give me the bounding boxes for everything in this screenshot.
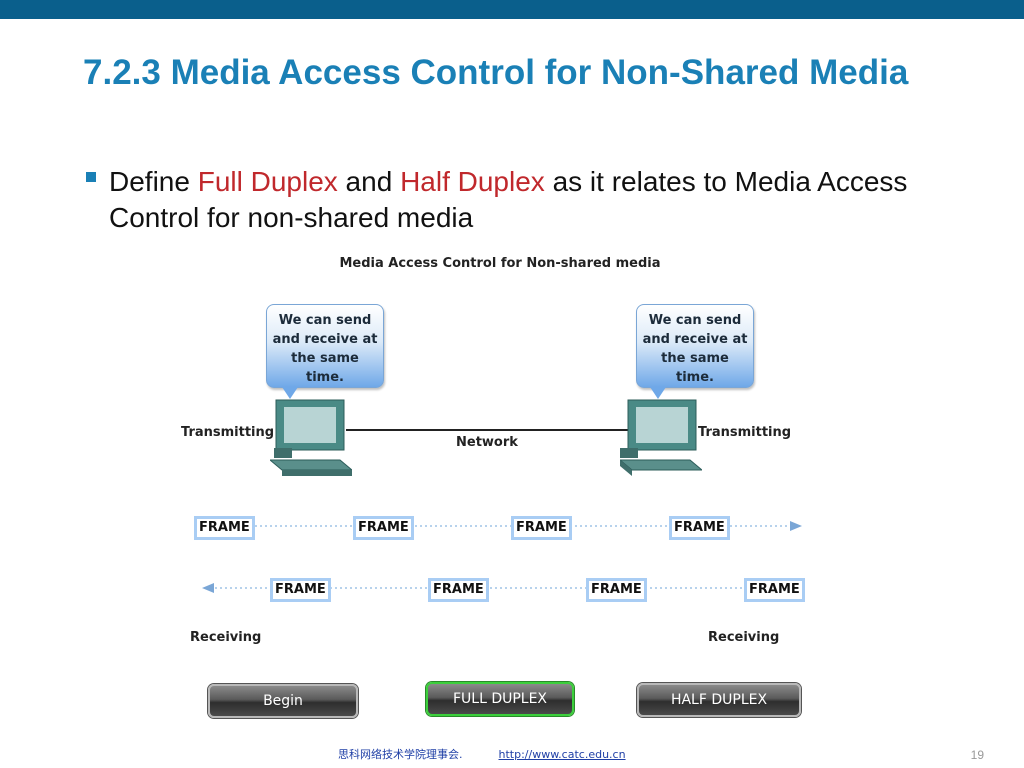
frame-rx-2: FRAME — [428, 578, 489, 602]
term-half-duplex: Half Duplex — [400, 166, 545, 197]
right-speech-bubble: We can send and receive at the same time… — [636, 304, 754, 388]
network-label: Network — [456, 435, 518, 450]
left-speech-bubble: We can send and receive at the same time… — [266, 304, 384, 388]
left-receiving-label: Receiving — [190, 630, 262, 645]
frame-tx-1: FRAME — [194, 516, 255, 540]
frame-rx-1: FRAME — [270, 578, 331, 602]
bullet-marker-icon — [86, 172, 96, 182]
network-line — [346, 429, 632, 431]
computer-icon — [270, 399, 352, 476]
bullet-text: Define Full Duplex and Half Duplex as it… — [109, 164, 946, 236]
frame-tx-4: FRAME — [669, 516, 730, 540]
duplex-figure: Media Access Control for Non-shared medi… — [170, 250, 830, 725]
footer: 思科网络技术学院理事会. http://www.catc.edu.cn — [338, 746, 626, 762]
slide-title: 7.2.3 Media Access Control for Non-Share… — [83, 53, 909, 92]
right-receiving-label: Receiving — [708, 630, 780, 645]
frame-rx-4: FRAME — [744, 578, 805, 602]
frame-arrows — [202, 521, 802, 593]
bullet-point: Define Full Duplex and Half Duplex as it… — [86, 164, 946, 236]
right-bubble-tail — [650, 387, 666, 399]
footer-org: 思科网络技术学院理事会. — [338, 748, 463, 761]
right-bubble-text: We can send and receive at the same time… — [642, 313, 748, 385]
left-bubble-text: We can send and receive at the same time… — [272, 313, 378, 385]
begin-button[interactable]: Begin — [208, 684, 358, 718]
term-full-duplex: Full Duplex — [197, 166, 338, 197]
page-number: 19 — [970, 748, 984, 762]
left-bubble-tail — [282, 387, 298, 399]
figure-title: Media Access Control for Non-shared medi… — [339, 256, 661, 271]
bullet-middle: and — [337, 166, 401, 197]
arrow-left-icon — [202, 583, 214, 593]
frame-tx-3: FRAME — [511, 516, 572, 540]
computer-icon — [620, 399, 702, 476]
half-duplex-button[interactable]: HALF DUPLEX — [637, 683, 801, 717]
frame-tx-2: FRAME — [353, 516, 414, 540]
right-transmitting-label: Transmitting — [698, 425, 792, 440]
bullet-suffix: as it relates to Media Access Control fo… — [109, 166, 908, 233]
left-transmitting-label: Transmitting — [181, 425, 275, 440]
full-duplex-button[interactable]: FULL DUPLEX — [426, 682, 574, 716]
top-bar — [0, 0, 1024, 19]
arrow-right-icon — [790, 521, 802, 531]
footer-link[interactable]: http://www.catc.edu.cn — [498, 748, 626, 761]
bullet-prefix: Define — [109, 166, 198, 197]
frame-rx-3: FRAME — [586, 578, 647, 602]
